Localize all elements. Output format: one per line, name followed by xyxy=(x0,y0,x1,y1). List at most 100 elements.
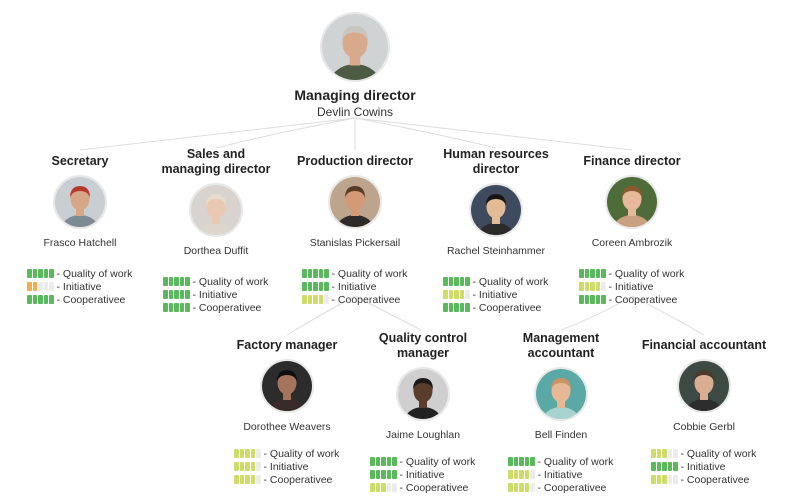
node-name: Coreen Ambrozik xyxy=(591,237,673,249)
rating-segment xyxy=(584,269,589,278)
rating-initiative: - Initiative xyxy=(302,280,430,293)
rating-segment xyxy=(49,282,54,291)
rating-segment xyxy=(179,290,184,299)
node-management-accountant[interactable]: Management accountant Bell Finden - Qual… xyxy=(486,331,636,494)
rating-bar-initiative xyxy=(508,470,535,479)
node-financial-accountant[interactable]: Financial accountant Cobbie Gerbl - Qual… xyxy=(629,338,779,486)
link-production-quality xyxy=(354,295,422,331)
rating-segment xyxy=(673,475,678,484)
rating-segment xyxy=(381,457,386,466)
person-photo-icon xyxy=(260,359,314,413)
rating-segment xyxy=(662,449,667,458)
rating-segment xyxy=(656,462,661,471)
node-sales-director[interactable]: Sales and managing director Dorthea Duff… xyxy=(141,147,291,314)
rating-segment xyxy=(513,457,518,466)
rating-segment xyxy=(185,303,190,312)
rating-segment xyxy=(595,269,600,278)
rating-segment xyxy=(38,282,43,291)
rating-segment xyxy=(519,457,524,466)
rating-bar-cooperation xyxy=(302,295,329,304)
node-managing-director[interactable]: Managing director Devlin Cowins xyxy=(255,12,455,119)
rating-segment xyxy=(38,269,43,278)
rating-segment xyxy=(245,449,250,458)
node-finance-director[interactable]: Finance director Coreen Ambrozik - Quali… xyxy=(557,154,707,306)
rating-bar-initiative xyxy=(579,282,606,291)
rating-label: - Initiative xyxy=(680,460,726,473)
node-secretary[interactable]: Secretary Frasco Hatchell - Quality of w… xyxy=(5,154,155,306)
rating-segment xyxy=(256,462,261,471)
rating-bar-initiative xyxy=(443,290,470,299)
node-title: Factory manager xyxy=(236,338,338,352)
node-production-director[interactable]: Production director Stanislas Pickersail… xyxy=(280,154,430,306)
rating-segment xyxy=(454,303,459,312)
rating-segment xyxy=(32,295,37,304)
person-photo-icon xyxy=(320,12,390,82)
rating-segment xyxy=(234,449,239,458)
rating-segment xyxy=(662,462,667,471)
rating-segment xyxy=(443,303,448,312)
rating-label: - Quality of work xyxy=(331,267,408,280)
person-photo-icon xyxy=(189,183,243,237)
node-quality-control-manager[interactable]: Quality control manager Jaime Loughlan -… xyxy=(348,331,498,494)
rating-segment xyxy=(508,483,513,492)
node-name: Bell Finden xyxy=(534,429,588,441)
rating-segment xyxy=(601,295,606,304)
rating-segment xyxy=(530,470,535,479)
node-name: Cobbie Gerbl xyxy=(673,421,735,433)
rating-segment xyxy=(43,269,48,278)
rating-segment xyxy=(381,483,386,492)
rating-label: - Quality of work xyxy=(263,447,340,460)
rating-segment xyxy=(239,462,244,471)
rating-segment xyxy=(601,269,606,278)
node-factory-manager[interactable]: Factory manager Dorothee Weavers - Quali… xyxy=(212,338,362,486)
rating-segment xyxy=(465,290,470,299)
rating-list: - Quality of work- Initiative- Cooperati… xyxy=(163,275,291,314)
rating-segment xyxy=(239,475,244,484)
rating-list: - Quality of work- Initiative- Cooperati… xyxy=(579,267,707,306)
rating-segment xyxy=(651,462,656,471)
node-title: Managing director xyxy=(294,87,416,103)
rating-segment xyxy=(318,269,323,278)
rating-segment xyxy=(465,277,470,286)
rating-quality: - Quality of work xyxy=(163,275,291,288)
rating-segment xyxy=(43,295,48,304)
rating-segment xyxy=(375,470,380,479)
rating-segment xyxy=(579,269,584,278)
rating-segment xyxy=(49,295,54,304)
rating-segment xyxy=(318,282,323,291)
person-photo-icon xyxy=(469,183,523,237)
rating-label: - Quality of work xyxy=(680,447,757,460)
rating-segment xyxy=(459,290,464,299)
rating-initiative: - Initiative xyxy=(234,460,362,473)
node-title: Quality control manager xyxy=(378,331,468,360)
rating-segment xyxy=(508,470,513,479)
rating-segment xyxy=(27,269,32,278)
rating-label: - Quality of work xyxy=(537,455,614,468)
node-hr-director[interactable]: Human resources director Rachel Steinham… xyxy=(421,147,571,314)
rating-bar-cooperation xyxy=(443,303,470,312)
rating-label: - Initiative xyxy=(399,468,445,481)
rating-quality: - Quality of work xyxy=(302,267,430,280)
rating-segment xyxy=(370,483,375,492)
rating-segment xyxy=(662,475,667,484)
rating-label: - Quality of work xyxy=(608,267,685,280)
rating-segment xyxy=(250,449,255,458)
rating-label: - Cooperativee xyxy=(399,481,469,494)
rating-cooperation: - Cooperativee xyxy=(508,481,636,494)
rating-segment xyxy=(651,475,656,484)
rating-segment xyxy=(375,457,380,466)
rating-segment xyxy=(667,462,672,471)
rating-segment xyxy=(307,269,312,278)
rating-segment xyxy=(370,457,375,466)
rating-cooperation: - Cooperativee xyxy=(651,473,779,486)
rating-segment xyxy=(579,295,584,304)
rating-segment xyxy=(530,457,535,466)
rating-list: - Quality of work- Initiative- Cooperati… xyxy=(302,267,430,306)
rating-list: - Quality of work- Initiative- Cooperati… xyxy=(508,455,636,494)
rating-label: - Cooperativee xyxy=(537,481,607,494)
rating-segment xyxy=(443,290,448,299)
rating-segment xyxy=(250,462,255,471)
rating-segment xyxy=(590,295,595,304)
person-photo-icon xyxy=(605,175,659,229)
rating-bar-quality xyxy=(234,449,261,458)
